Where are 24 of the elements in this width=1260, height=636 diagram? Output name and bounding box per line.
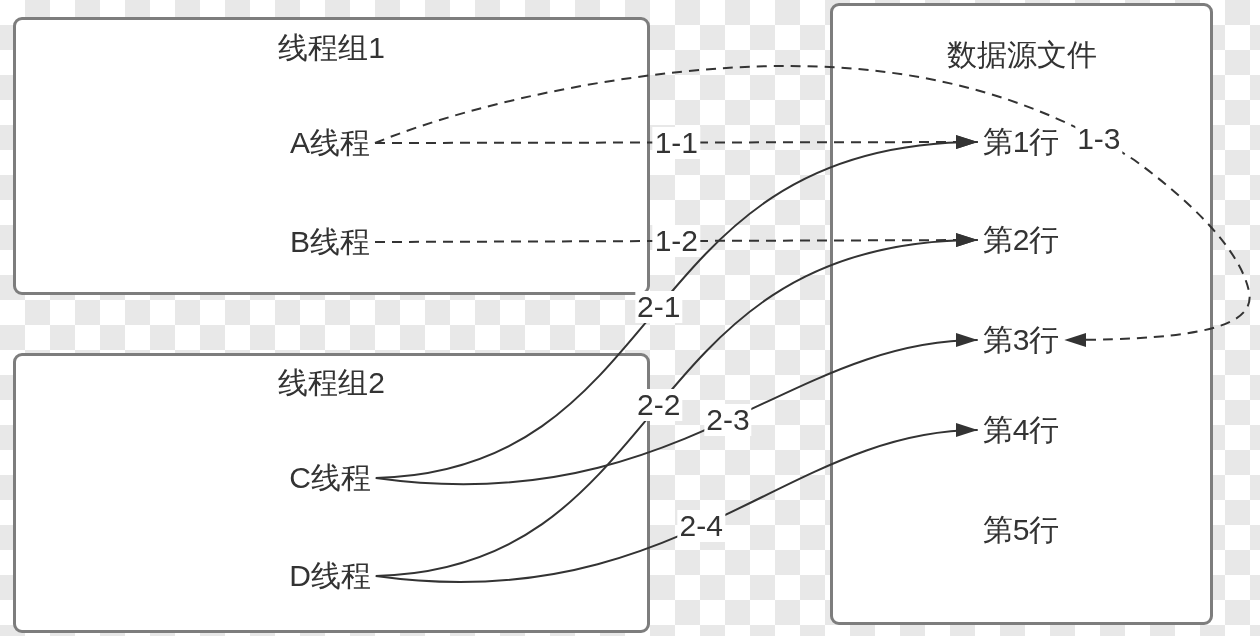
edge-label: 2-4 — [677, 510, 725, 543]
edge-label: 2-1 — [635, 291, 683, 323]
edge-label: 2-3 — [704, 403, 752, 436]
dashed-arrow — [374, 65, 1251, 347]
thread-label: B线程 — [290, 226, 370, 258]
group-title: 线程组1 — [278, 31, 385, 65]
group-frame — [13, 17, 650, 295]
edge-label: 2-2 — [635, 389, 683, 421]
edge-label: 1-2 — [652, 225, 700, 257]
edge-label: 1-1 — [652, 126, 700, 159]
row-label: 第1行 — [982, 126, 1060, 158]
curved-arrow — [374, 424, 979, 583]
thread-label: D线程 — [289, 560, 371, 592]
file-frame — [830, 3, 1213, 625]
thread-label: C线程 — [289, 462, 371, 494]
row-label: 第3行 — [982, 324, 1060, 356]
row-label: 第2行 — [982, 224, 1060, 256]
group-title: 线程组2 — [278, 366, 385, 400]
curved-arrow — [374, 334, 979, 486]
row-label: 第5行 — [982, 514, 1060, 546]
thread-label: A线程 — [290, 127, 370, 159]
row-label: 第4行 — [982, 414, 1060, 446]
edge-label: 1-3 — [1075, 123, 1123, 156]
file-title: 数据源文件 — [946, 38, 1097, 72]
